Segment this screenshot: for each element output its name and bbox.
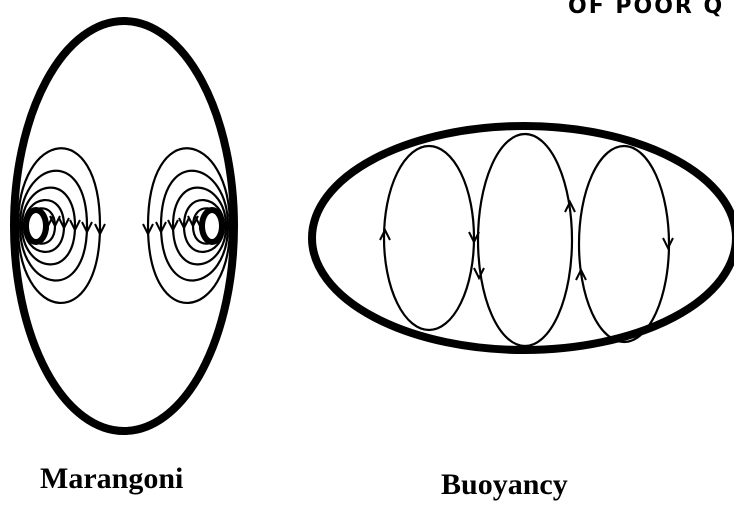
buoyancy-drop — [312, 126, 734, 350]
marangoni-drop — [14, 21, 234, 431]
marangoni-left-core — [26, 210, 46, 242]
buoyancy-arrows — [380, 202, 673, 280]
caption-buoyancy: Buoyancy — [441, 468, 568, 502]
convection-cell-right — [579, 146, 669, 342]
marangoni-right-core — [202, 210, 222, 242]
convection-cell-center — [478, 134, 572, 346]
buoyancy-cells — [384, 134, 669, 346]
convection-cell-left — [384, 146, 474, 330]
caption-marangoni: Marangoni — [40, 462, 183, 496]
buoyancy-drop-outline — [312, 126, 734, 350]
